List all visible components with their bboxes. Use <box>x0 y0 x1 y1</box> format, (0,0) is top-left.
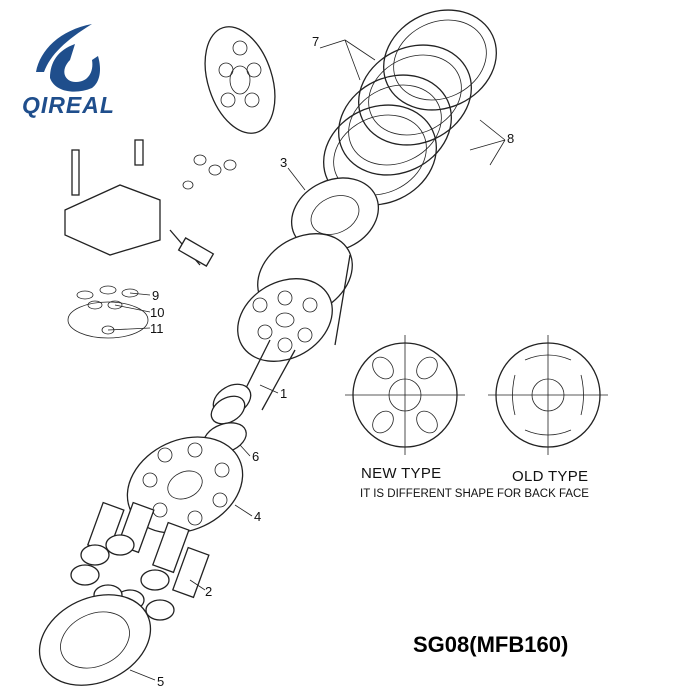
old-type-back-face <box>488 335 608 455</box>
pistons-part-2 <box>70 501 210 621</box>
leader-lines <box>107 39 506 681</box>
callout-1: 1 <box>280 386 287 401</box>
retainer-plate-part-4 <box>126 436 244 534</box>
callout-5: 5 <box>157 674 164 689</box>
old-type-label: OLD TYPE <box>512 468 589 485</box>
regulator-assembly <box>64 139 237 339</box>
logo-mark <box>36 24 100 92</box>
callout-8: 8 <box>507 131 514 146</box>
back-face-note: IT IS DIFFERENT SHAPE FOR BACK FACE <box>360 488 589 500</box>
new-type-label: NEW TYPE <box>361 465 442 482</box>
callout-2: 2 <box>205 584 212 599</box>
callout-3: 3 <box>280 155 287 170</box>
shaft-part <box>210 339 296 425</box>
valve-plate-part <box>204 26 276 134</box>
swash-plate-part-5 <box>38 594 152 686</box>
model-title: SG08(MFB160) <box>413 632 569 657</box>
callout-4: 4 <box>254 509 261 524</box>
callout-6: 6 <box>252 449 259 464</box>
callout-10: 10 <box>150 305 164 320</box>
callout-7: 7 <box>312 34 319 49</box>
cylinder-block-part <box>237 233 353 362</box>
friction-plates-part <box>323 9 497 206</box>
logo-text: QIREAL <box>22 92 115 118</box>
callout-11: 11 <box>150 321 164 336</box>
new-type-back-face <box>345 335 465 455</box>
callout-9: 9 <box>152 288 159 303</box>
